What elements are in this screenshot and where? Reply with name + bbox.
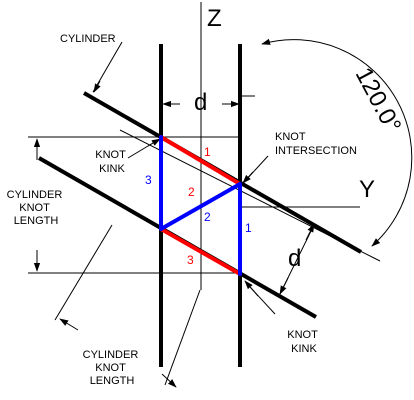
knot-kink-upper-label: KNOT KINK (95, 149, 128, 175)
length-left-line-1: CYLINDER (7, 189, 63, 201)
cylinder-label: CYLINDER (60, 33, 116, 45)
d-top-label: d (194, 89, 207, 116)
cylinder-arrowhead (93, 80, 101, 93)
length-left-line-3: LENGTH (14, 215, 59, 227)
z-axis-label: Z (207, 5, 222, 32)
knot-intersection-line-1: KNOT (275, 131, 306, 143)
knot-kink-upper-line-1: KNOT (95, 149, 126, 161)
red-segment-1-number: 1 (204, 145, 211, 159)
length-bottom-line-2: KNOT (95, 362, 126, 374)
knot-kink-upper-arrow (147, 138, 161, 147)
d-right-arrow-lower (279, 277, 289, 295)
cylinder-knot-length-left-label: CYLINDER KNOT LENGTH (7, 189, 66, 227)
blue-segment-3-number: 3 (145, 173, 152, 187)
knot-intersection-arrow (242, 171, 254, 184)
knot-kink-lower-arrow (244, 280, 259, 297)
cylinder-leader (92, 41, 123, 93)
d-right-label: d (288, 245, 301, 272)
knot-intersection-line-2: INTERSECTION (275, 145, 357, 157)
knot-intersection-label: KNOT INTERSECTION (275, 131, 357, 157)
angle-label: 120.0° (350, 63, 407, 137)
length-bottom-arrow-right (161, 373, 177, 388)
construction-lines (28, 2, 381, 386)
ext-line-left-diagonal (54, 224, 113, 321)
knot-kink-lower-line-2: KINK (291, 343, 317, 355)
knot-segments (159, 135, 242, 276)
blue-segment-2-number: 2 (204, 210, 211, 224)
angle-arc (261, 38, 413, 247)
red-segment-2 (159, 227, 242, 276)
ext-line-bottom-diagonal (164, 289, 201, 386)
blue-segment-1-number: 1 (245, 221, 252, 235)
blue-segment-2 (159, 182, 242, 231)
length-bottom-line-1: CYLINDER (83, 349, 139, 361)
length-bottom-line-3: LENGTH (90, 375, 135, 387)
length-left-line-2: KNOT (19, 202, 50, 214)
red-segment-3-number: 3 (187, 253, 194, 267)
red-segment-1 (159, 135, 242, 186)
knot-kink-lower-line-1: KNOT (287, 329, 318, 341)
knot-kink-upper-line-2: KINK (99, 163, 125, 175)
y-axis-label: Y (359, 176, 375, 203)
dimension-arrows (33, 38, 413, 388)
red-segment-2-number: 2 (188, 185, 195, 199)
knot-kink-lower-label: KNOT KINK (287, 329, 320, 355)
length-bottom-arrow-left (59, 318, 79, 331)
cylinder-knot-length-bottom-label: CYLINDER KNOT LENGTH (83, 349, 142, 387)
